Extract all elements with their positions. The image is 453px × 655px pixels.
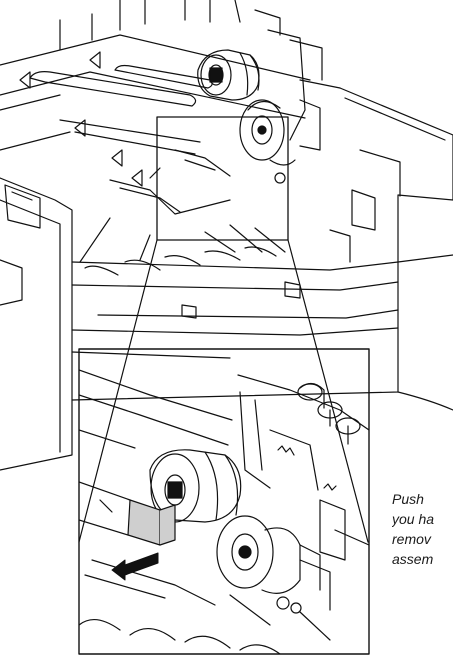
caption-line-4: assem [392,551,434,567]
printer-base-assembly [0,0,453,471]
pickup-roller-icon [197,49,260,101]
guide-detail-top [109,149,231,215]
zoom-detail-frame-top [156,116,289,241]
caption-line-2: you ha [392,511,435,527]
caption-line-1: Push [392,491,424,507]
caption-line-3: remov [392,531,431,547]
arrow-left-icon [111,552,159,581]
separation-wheel [239,9,323,184]
zoom-connector-right [287,239,369,543]
detail-view [78,348,370,655]
zoom-connector-left [78,239,158,543]
instruction-caption: Push you ha remov assem [392,489,453,599]
